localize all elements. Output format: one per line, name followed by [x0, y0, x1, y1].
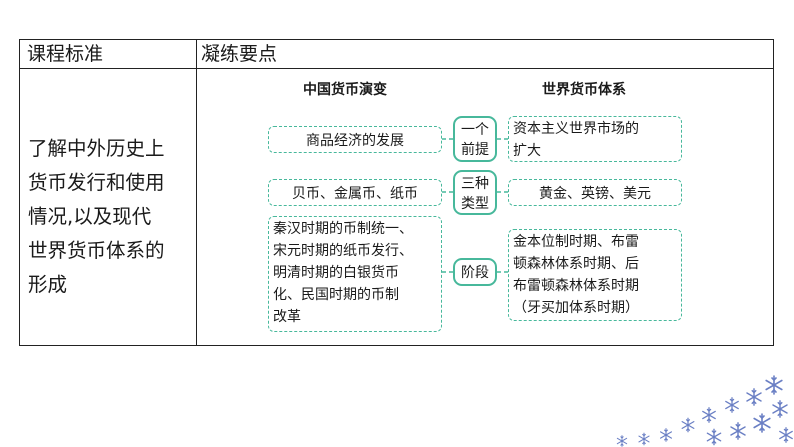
center-label-line: 阶段 — [461, 265, 489, 281]
standard-line: 形成 — [28, 273, 68, 296]
table-header-row — [20, 40, 773, 69]
world-premise-box: 资本主义世界市场的 扩大 — [508, 116, 682, 162]
center-label-line: 三种 — [461, 176, 489, 192]
snowflake-icon — [765, 375, 783, 395]
snowflake-icon — [681, 417, 695, 433]
snowflake-icon — [730, 422, 746, 440]
box-text: （牙买加体系时期） — [513, 300, 639, 316]
box-text: 改革 — [273, 309, 301, 325]
center-label-line: 前提 — [461, 142, 489, 158]
snowflake-decoration — [616, 375, 793, 447]
box-text: 金本位制时期、布雷 — [513, 234, 639, 250]
standard-line: 了解中外历史上 — [28, 137, 165, 160]
box-text: 布雷顿森林体系时期 — [513, 278, 639, 294]
header-curriculum-standard: 课程标准 — [27, 43, 104, 65]
box-text: 化、民国时期的币制 — [273, 287, 399, 303]
snowflake-icon — [746, 388, 762, 406]
header-key-points: 凝练要点 — [201, 43, 278, 65]
left-column-title: 中国货币演变 — [303, 82, 387, 98]
snowflake-icon — [616, 435, 628, 447]
snowflake-icon — [638, 432, 650, 446]
center-label-line: 一个 — [461, 122, 489, 138]
china-types-box: 贝币、金属币、纸币 — [268, 179, 442, 206]
snowflake-icon — [779, 427, 793, 443]
china-premise-box: 商品经济的发展 — [268, 126, 442, 153]
standard-line: 世界货币体系的 — [28, 239, 165, 262]
summary-table: 课程标准 凝练要点 了解中外历史上 货币发行和使用 情况,以及现代 世界货币体系… — [19, 39, 774, 346]
snowflake-icon — [725, 397, 739, 413]
world-types-box: 黄金、英镑、美元 — [508, 179, 682, 206]
box-text: 黄金、英镑、美元 — [539, 185, 651, 202]
center-label-line: 类型 — [461, 196, 489, 212]
box-text: 宋元时期的纸币发行、 — [273, 243, 413, 259]
snowflake-icon — [753, 413, 771, 433]
box-text: 明清时期的白银货币 — [273, 265, 399, 281]
box-text: 顿森林体系时期、后 — [513, 256, 639, 272]
right-column-title: 世界货币体系 — [542, 82, 626, 98]
snowflake-icon — [702, 407, 716, 423]
standard-line: 情况,以及现代 — [28, 205, 152, 228]
column-divider — [196, 40, 197, 345]
snowflake-icon — [706, 428, 722, 446]
snowflake-icon — [659, 428, 673, 442]
box-text: 秦汉时期的币制统一、 — [273, 221, 413, 237]
china-stages-box: 秦汉时期的币制统一、 宋元时期的纸币发行、 明清时期的白银货币 化、民国时期的币… — [268, 216, 442, 332]
curriculum-standard-text: 了解中外历史上 货币发行和使用 情况,以及现代 世界货币体系的 形成 — [28, 132, 192, 302]
box-text: 资本主义世界市场的 — [513, 121, 639, 137]
snowflake-icon — [772, 400, 788, 418]
box-text: 扩大 — [513, 143, 541, 159]
box-text: 商品经济的发展 — [306, 132, 404, 149]
world-stages-box: 金本位制时期、布雷 顿森林体系时期、后 布雷顿森林体系时期 （牙买加体系时期） — [508, 229, 682, 321]
standard-line: 货币发行和使用 — [28, 171, 165, 194]
center-label-types: 三种 类型 — [453, 170, 497, 215]
box-text: 贝币、金属币、纸币 — [292, 185, 418, 202]
center-label-premise: 一个 前提 — [453, 116, 497, 162]
center-label-stages: 阶段 — [453, 258, 497, 286]
